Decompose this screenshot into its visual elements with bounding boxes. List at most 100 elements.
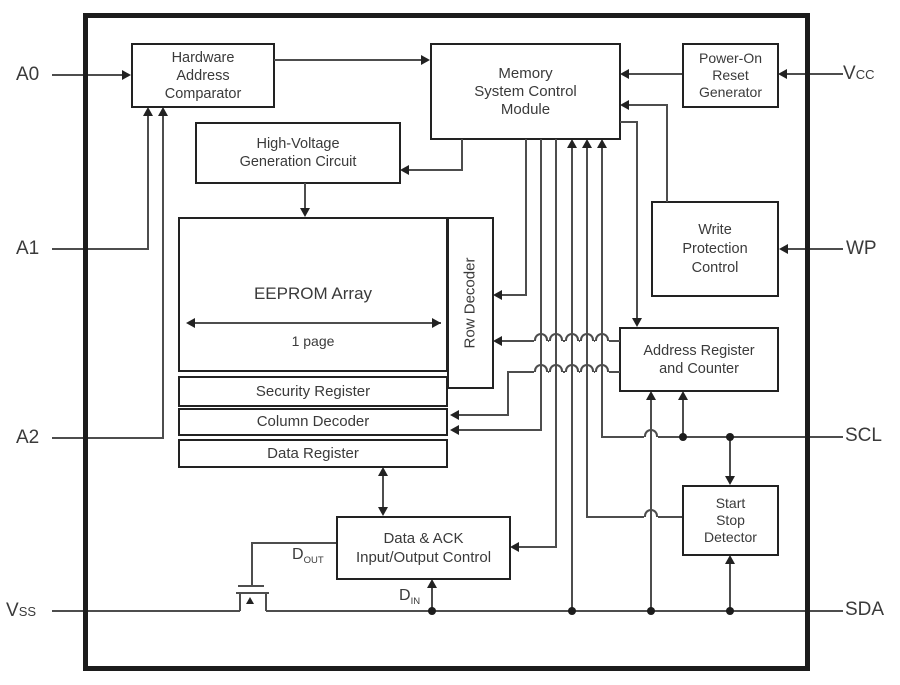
startstop-to-mscm-wire-v: [586, 147, 588, 518]
dout-wire: [252, 542, 336, 544]
wire-crossover-hop: [565, 364, 579, 372]
block-label: Security Register: [255, 382, 371, 400]
addr-to-columndecoder-bus: [508, 371, 620, 373]
wire-crossover-hop: [595, 333, 609, 341]
mscm-to-addr-wire-v: [636, 121, 638, 320]
sda-rail: [266, 610, 843, 612]
block-label: Comparator: [164, 85, 242, 102]
wire-crossover-hop: [565, 333, 579, 341]
arrowhead: [632, 318, 642, 327]
addr-to-columndecoder-bus-v: [507, 371, 509, 416]
junction-dot: [726, 433, 734, 441]
wire-crossover-hop: [644, 429, 658, 437]
hvgc-to-eeprom-wire: [304, 183, 306, 210]
arrowhead: [725, 555, 735, 564]
dataregister-dataack-wire: [382, 472, 384, 511]
wire-crossover-hop: [549, 364, 563, 372]
block-security-register: Security Register: [178, 376, 448, 407]
startstop-to-mscm-wire-h: [587, 516, 682, 518]
block-label: Column Decoder: [256, 413, 370, 430]
arrowhead: [725, 476, 735, 485]
block-start-stop-detector: Start Stop Detector: [682, 485, 779, 556]
por-to-mscm-wire: [628, 73, 682, 75]
block-label: and Counter: [659, 360, 739, 377]
sda-to-addr-wire: [650, 396, 652, 612]
eeprom-page-label: 1 page: [291, 333, 335, 349]
junction-dot: [679, 433, 687, 441]
block-eeprom-array: EEPROM Array 1 page: [178, 217, 448, 372]
block-label: Stop: [716, 512, 745, 528]
arrowhead: [450, 410, 459, 420]
block-high-voltage-generation-circuit: High-Voltage Generation Circuit: [195, 122, 401, 184]
arrowhead: [300, 208, 310, 217]
scl-rail: [602, 436, 843, 438]
scl-to-startstop-wire: [729, 437, 731, 479]
hac-to-mscm-wire: [274, 59, 422, 61]
arrowhead: [378, 467, 388, 476]
wire-crossover-hop: [580, 333, 594, 341]
mscm-to-columndecoder-wire-h: [458, 429, 542, 431]
block-label: Address: [176, 67, 230, 84]
block-write-protection-control: Write Protection Control: [651, 201, 779, 297]
block-label: Power-On: [698, 50, 763, 66]
mscm-to-hvgc-wire-h: [408, 169, 463, 171]
junction-dot: [647, 607, 655, 615]
arrowhead: [778, 69, 787, 79]
block-memory-system-control-module: Memory System Control Module: [430, 43, 621, 140]
block-label: Hardware: [171, 49, 235, 66]
vss-rail: [52, 610, 240, 612]
pin-label-vcc: VCC: [843, 63, 875, 84]
dout-gate-wire: [251, 542, 253, 587]
junction-dot: [428, 607, 436, 615]
mscm-to-addr-wire-h: [620, 121, 638, 123]
scl-to-addr-wire: [682, 396, 684, 438]
mosfet-body-arrow: [246, 597, 254, 604]
arrowhead: [678, 391, 688, 400]
arrowhead: [186, 318, 195, 328]
mosfet-channel-bar: [236, 592, 269, 594]
arrowhead: [493, 336, 502, 346]
block-label: Memory: [498, 64, 553, 82]
din-wire: [431, 584, 433, 611]
pin-label-vss: VSS: [6, 600, 37, 621]
mscm-to-rowdecoder-wire-v: [525, 139, 527, 296]
block-label: Start: [715, 495, 746, 511]
block-label: System Control: [474, 82, 577, 100]
arrowhead: [582, 139, 592, 148]
chip-outline: [83, 13, 810, 671]
arrowhead: [493, 290, 502, 300]
mscm-to-rowdecoder-wire-h: [501, 294, 527, 296]
wire-crossover-hop: [595, 364, 609, 372]
pin-label-a0: A0: [16, 64, 40, 85]
wpc-to-mscm-wire-v: [666, 104, 668, 202]
wp-wire: [787, 248, 843, 250]
arrowhead: [646, 391, 656, 400]
wpc-to-mscm-wire-h: [628, 104, 668, 106]
a0-wire: [52, 74, 128, 76]
block-label: Data Register: [267, 444, 359, 462]
block-label: Input/Output Control: [355, 549, 492, 566]
block-label: Reset: [712, 67, 749, 83]
junction-dot: [726, 607, 734, 615]
block-column-decoder: Column Decoder: [178, 408, 448, 436]
pin-label-sda: SDA: [845, 599, 885, 620]
block-label: Write: [698, 221, 732, 238]
block-address-register-and-counter: Address Register and Counter: [619, 327, 779, 392]
wire-crossover-hop: [580, 364, 594, 372]
arrowhead: [597, 139, 607, 148]
wire-crossover-hop: [644, 509, 658, 517]
wire-crossover-hop: [534, 333, 548, 341]
block-label: Control: [691, 259, 739, 276]
mosfet-drain-stub: [265, 592, 267, 611]
pin-label-a1: A1: [16, 238, 40, 259]
arrowhead: [620, 100, 629, 110]
arrowhead: [450, 425, 459, 435]
arrowhead: [427, 579, 437, 588]
arrowhead: [143, 107, 153, 116]
dout-label: DOUT: [292, 546, 324, 566]
addr-to-columndecoder-bus-h2: [458, 414, 509, 416]
block-label: Generator: [698, 84, 763, 100]
block-label: Generation Circuit: [239, 154, 357, 170]
a1-wire-h: [52, 248, 149, 250]
pin-label-scl: SCL: [845, 425, 882, 446]
